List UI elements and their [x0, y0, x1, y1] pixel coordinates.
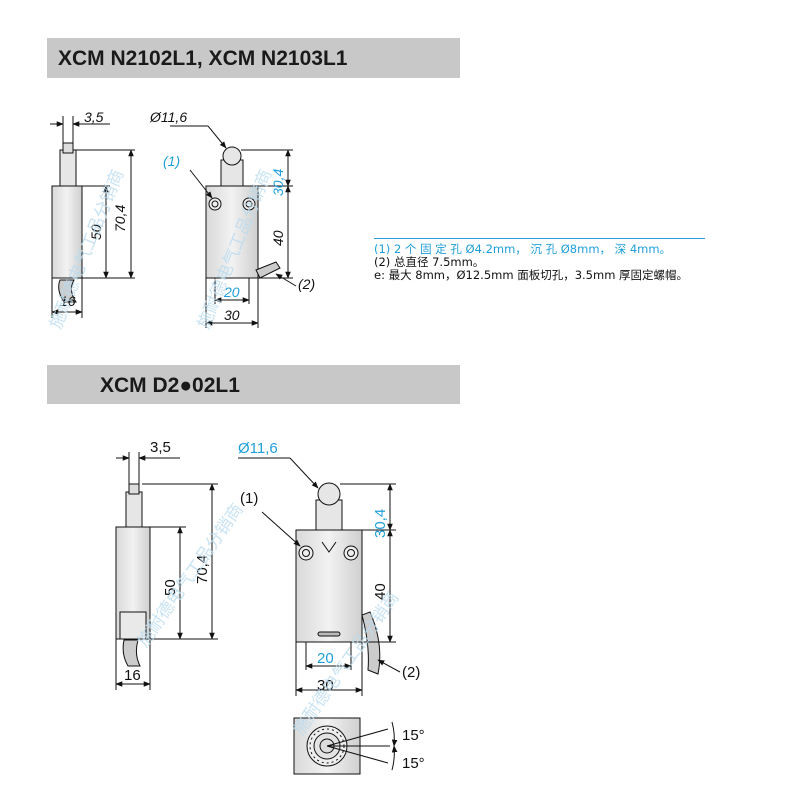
notes-block: (1) 2 个 固 定 孔 Ø4.2mm， 沉 孔 Ø8mm， 深 4mm。 (…: [374, 238, 705, 282]
f2-dim-30-4: 30,4: [372, 509, 389, 538]
f1-dim-50: 50: [88, 224, 104, 240]
f2-dim-20: 20: [317, 650, 334, 667]
note-1: (1) 2 个 固 定 孔 Ø4.2mm， 沉 孔 Ø8mm， 深 4mm。: [374, 242, 672, 256]
f2-dim-16: 16: [124, 667, 141, 684]
note-2: (2) 总直径 7.5mm。: [374, 255, 485, 269]
f1-side-cable: [58, 279, 77, 303]
f2-angle-bottom: 15°: [402, 755, 425, 772]
f2-side-cable: [122, 639, 141, 667]
watermark: 施耐德电气工品分销商 施耐德电气工品分销商 施耐德电气工品分销商 施耐德电气工品…: [46, 167, 404, 739]
f1-dim-30: 30: [224, 307, 240, 323]
figure1-front-view: [170, 125, 297, 328]
f1-callout-1: (1): [163, 153, 180, 169]
watermark-3: 施耐德电气工品分销商: [134, 500, 248, 651]
f2-dim-70-4: 70,4: [194, 555, 211, 584]
f1-side-plunger: [59, 149, 77, 187]
f1-dim-16: 16: [60, 293, 76, 309]
f2-dim-30: 30: [317, 677, 334, 694]
f2-roller: [317, 482, 341, 506]
figure1-side-view: [50, 116, 135, 318]
f2-dim-3-5: 3,5: [150, 439, 171, 456]
f1-front-cable: [255, 261, 281, 279]
figure2-labels: 3,5 Ø11,6 70,4 50 16 (1) 30,4 40 20 30 (…: [124, 439, 425, 772]
section1-header-bar: [47, 38, 460, 78]
f2-side-plunger: [125, 491, 143, 528]
f2-callout-2: (2): [402, 664, 420, 681]
f1-dim-70-4: 70,4: [112, 205, 128, 232]
f2-callout-1: (1): [240, 490, 258, 507]
f1-roller: [222, 146, 242, 166]
section2-title: XCM D2●02L1: [100, 374, 240, 397]
figure2-top-view: [293, 717, 398, 775]
note-3: e: 最大 8mm，Ø12.5mm 面板切孔，3.5mm 厚固定螺帽。: [374, 268, 689, 282]
f1-dim-20: 20: [223, 284, 240, 300]
figure2-front-view: [238, 457, 401, 696]
f1-dim-3-5: 3,5: [84, 109, 104, 125]
f1-dim-40: 40: [270, 230, 286, 246]
f2-dim-11-6: Ø11,6: [238, 440, 278, 457]
section2-header-bar: [47, 365, 460, 404]
f1-dim-11-6: Ø11,6: [149, 109, 187, 125]
figure1-labels: 3,5 Ø11,6 70,4 50 16 (1) 30,4 40 20 30 (…: [60, 109, 315, 323]
f1-dim-30-4: 30,4: [270, 169, 286, 196]
f1-callout-2: (2): [298, 276, 315, 292]
f1-side-body: [51, 185, 83, 279]
figure2-side-view: [115, 452, 218, 690]
f2-angle-top: 15°: [402, 727, 425, 744]
f2-dim-50: 50: [162, 579, 179, 596]
f2-front-cable: [361, 611, 381, 675]
f2-dim-40: 40: [372, 583, 389, 600]
section1-title: XCM N2102L1, XCM N2103L1: [58, 47, 348, 70]
